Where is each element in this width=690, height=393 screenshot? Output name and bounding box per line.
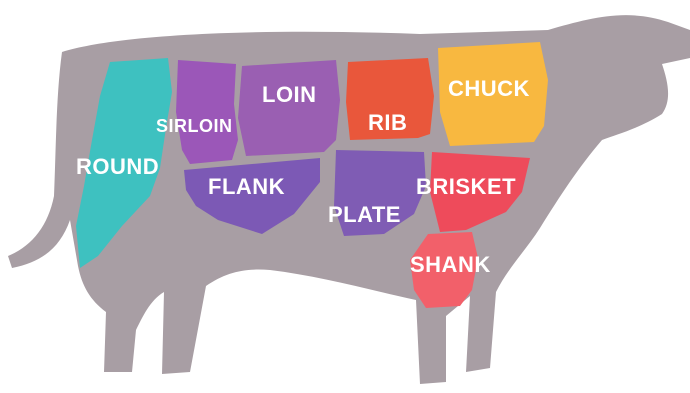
loin-label: LOIN xyxy=(262,82,317,107)
sirloin-region xyxy=(176,60,238,164)
sirloin-label: SIRLOIN xyxy=(156,116,233,136)
chuck-label: CHUCK xyxy=(448,76,530,101)
loin-region xyxy=(238,60,340,156)
plate-label: PLATE xyxy=(328,202,401,227)
flank-label: FLANK xyxy=(208,174,285,199)
shank-label: SHANK xyxy=(410,252,491,277)
rib-label: RIB xyxy=(368,110,407,135)
brisket-label: BRISKET xyxy=(416,174,516,199)
round-label: ROUND xyxy=(76,154,159,179)
